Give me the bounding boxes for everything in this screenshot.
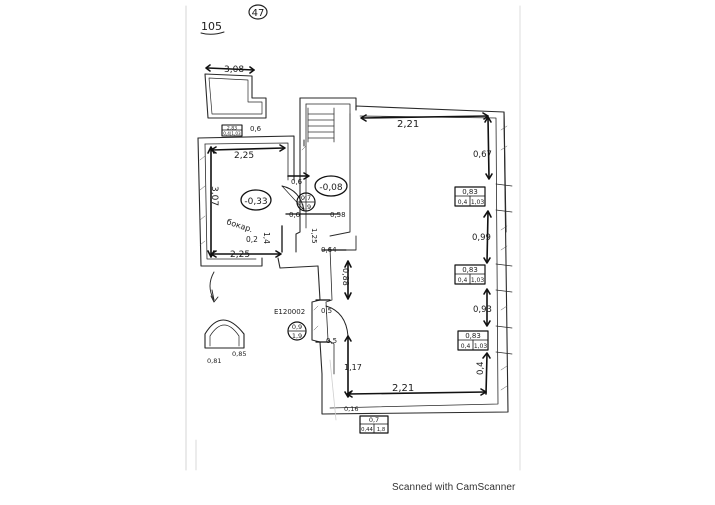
window-tag-1: 0,83 0,4 1,03 — [454, 186, 486, 207]
dim-hall-top: 0,6 — [291, 178, 303, 186]
dim-lower-left-height: 1,17 — [344, 363, 362, 372]
dim-right-bottom: 0,4 — [476, 361, 486, 375]
window-tag-2-top: 0,83 — [462, 266, 478, 274]
left-room-note-2: 0,2 — [246, 235, 258, 244]
window-tag-2: 0,83 0,4 1,03 — [454, 264, 486, 285]
dim-entry-offset: 0,6 — [250, 125, 262, 133]
window-tag-3-top: 0,83 — [465, 332, 481, 340]
hall-door-fraction: 0,7 1,9 — [296, 192, 316, 212]
dim-corridor-width: 0,64 — [321, 246, 337, 254]
dim-hall-height: 1,25 — [310, 228, 318, 244]
window-tag-bottom: 0,7 0,44 1,8 — [359, 415, 389, 434]
window-tag-bottom-right: 1,8 — [377, 427, 386, 433]
left-room-wall-top — [197, 135, 295, 181]
window-tag-entry-bottom: 0,4|1,03 — [223, 131, 241, 136]
dim-arch-left: 0,81 — [207, 357, 221, 365]
left-room-wall-left — [197, 137, 263, 267]
wall-hatching — [199, 125, 508, 391]
window-tag-2-bottom-left: 0,4 — [458, 277, 468, 284]
header-code-mark: 105 — [200, 20, 225, 35]
window-tag-entry: 2,83 0,4|1,03 — [221, 124, 243, 137]
level-hall: -0,08 — [319, 183, 343, 193]
scanner-credit: Scanned with CamScanner — [392, 482, 516, 493]
window-tag-1-top: 0,83 — [462, 188, 478, 196]
page-number-mark: 47 — [248, 4, 268, 20]
window-tag-3: 0,83 0,4 1,03 — [457, 330, 489, 351]
dim-left-room-bottom: 2,25 — [230, 250, 250, 260]
dim-left-door: 1,4 — [262, 232, 271, 244]
doorway-fraction-bottom: 1,9 — [292, 332, 302, 340]
level-left-room-mark: -0,33 — [240, 189, 272, 211]
hall-door-fraction-bottom: 1,9 — [301, 203, 311, 211]
entry-wall — [204, 73, 267, 119]
hall-door-fraction-top: 0,7 — [301, 194, 311, 202]
window-tag-entry-top: 2,83 — [227, 126, 237, 132]
dim-right-lower: 0,93 — [473, 305, 492, 315]
main-room-wall-right — [321, 111, 509, 415]
dim-left-room-top: 2,25 — [234, 151, 254, 161]
dim-hall-right: 0,58 — [330, 211, 346, 219]
doors — [281, 185, 349, 337]
doorway-fraction-top: 0,9 — [292, 323, 302, 331]
window-tag-2-bottom-right: 1,03 — [471, 277, 485, 284]
window-tag-bottom-top: 0,7 — [369, 416, 379, 424]
dim-corridor-height: 0,88 — [341, 268, 350, 286]
level-left-room: -0,33 — [244, 197, 267, 207]
dimension-lines — [205, 64, 493, 398]
window-tag-1-bottom-right: 1,03 — [471, 199, 485, 206]
dim-right-middle: 0,99 — [472, 233, 491, 243]
dim-entry-width: 3,08 — [224, 65, 244, 75]
dim-left-room-height: 3,07 — [209, 186, 219, 206]
hall-door-swing — [281, 185, 305, 211]
corridor-door-swing — [325, 305, 349, 337]
dim-niche-bottom: 0,5 — [326, 337, 337, 345]
corridor-wall — [311, 265, 323, 375]
doorway-fraction: E120002 0,9 1,9 — [274, 308, 307, 341]
dim-upper-room-width: 2,21 — [397, 119, 419, 130]
pencil-marks — [195, 359, 337, 471]
window-tag-1-bottom-left: 0,4 — [458, 199, 468, 206]
level-hall-mark: -0,08 — [314, 175, 348, 197]
window-tag-3-bottom-right: 1,03 — [474, 343, 488, 350]
page-number: 47 — [252, 8, 265, 19]
dim-lower-room-width: 2,21 — [392, 383, 414, 394]
dim-arch-right: 0,85 — [232, 350, 246, 358]
header-code: 105 — [201, 20, 222, 33]
dim-lower-corner: 0,16 — [344, 405, 358, 413]
dim-right-upper: 0,67 — [473, 150, 492, 160]
dim-hall-bottom: 0,6 — [289, 211, 301, 219]
doorway-code: E120002 — [274, 308, 305, 316]
hall-wall-left — [295, 97, 301, 253]
dimension-labels: 3,08 0,6 2,21 0,67 0,99 0,93 0,4 2,21 1,… — [207, 65, 492, 413]
window-tag-bottom-left: 0,44 — [361, 427, 373, 433]
window-tag-3-bottom-left: 0,4 — [461, 343, 471, 350]
arch-niche — [204, 271, 245, 349]
staircase — [307, 107, 335, 143]
dim-niche-top: 0,5 — [321, 307, 332, 315]
